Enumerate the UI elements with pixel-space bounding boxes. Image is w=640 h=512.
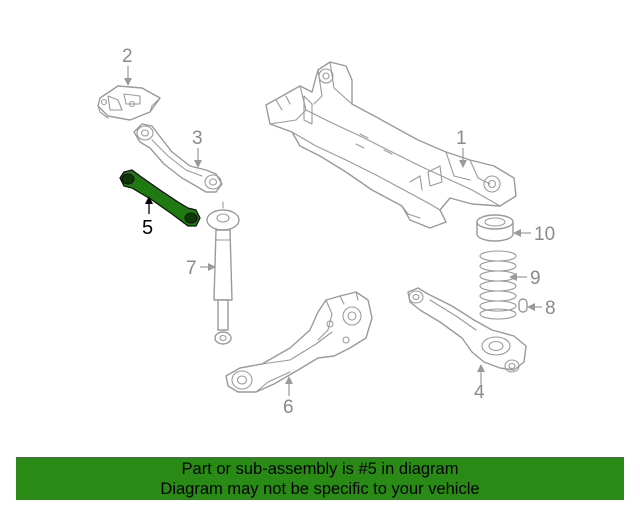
callout-1: 1 bbox=[456, 128, 467, 149]
part-1-crossmember bbox=[265, 61, 517, 229]
part-7-shock-absorber bbox=[206, 201, 240, 345]
callout-2: 2 bbox=[122, 46, 133, 67]
part-3-upper-arm bbox=[133, 123, 223, 193]
parts-diagram: 1 2 3 4 5 6 7 8 9 10 bbox=[97, 46, 556, 418]
part-10-spring-seat bbox=[476, 214, 514, 242]
part-2-bracket bbox=[97, 85, 161, 121]
callout-9: 9 bbox=[530, 268, 541, 289]
part-5-lateral-link bbox=[119, 169, 201, 227]
info-banner: Part or sub-assembly is #5 in diagram Di… bbox=[16, 457, 624, 500]
callout-3: 3 bbox=[192, 128, 203, 149]
callout-8: 8 bbox=[545, 298, 556, 319]
part-6-trailing-arm bbox=[225, 291, 373, 393]
callout-10: 10 bbox=[534, 224, 555, 245]
callout-5: 5 bbox=[142, 217, 153, 239]
banner-line-part: Part or sub-assembly is #5 in diagram bbox=[181, 460, 459, 478]
part-9-coil-spring bbox=[479, 250, 517, 320]
callout-4: 4 bbox=[474, 382, 485, 403]
part-8-bump-stop bbox=[518, 298, 528, 313]
callout-7: 7 bbox=[186, 258, 197, 279]
diagram-svg: 1 2 3 4 5 6 7 8 9 10 bbox=[97, 46, 556, 418]
callout-6: 6 bbox=[283, 397, 294, 418]
leader-lines bbox=[124, 66, 542, 396]
banner-line-disclaimer: Diagram may not be specific to your vehi… bbox=[160, 480, 480, 498]
part-4-lower-arm bbox=[407, 287, 527, 373]
